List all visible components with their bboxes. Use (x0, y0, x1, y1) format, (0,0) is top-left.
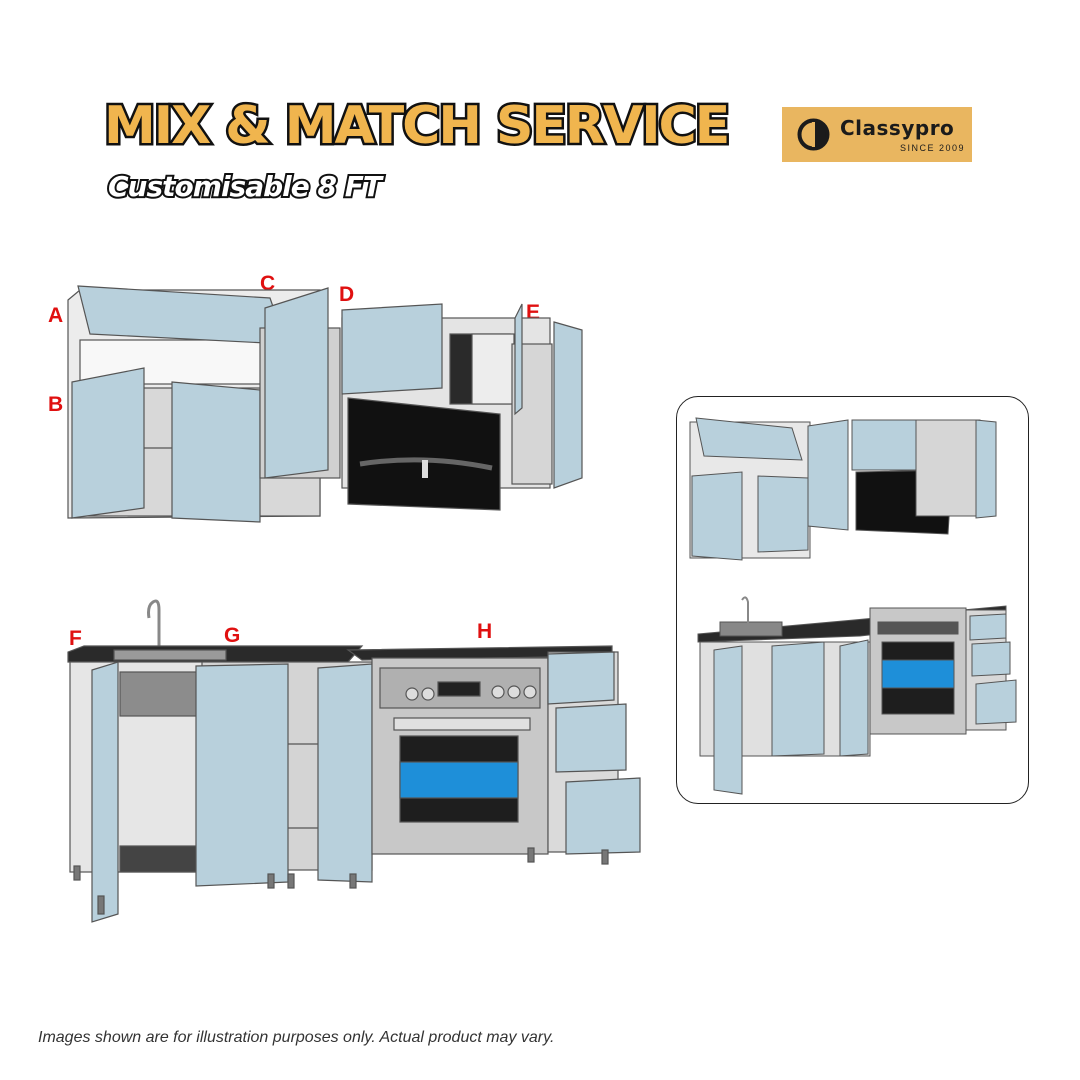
cabinet-g-right-door (317, 663, 373, 883)
page-subtitle: Customisable 8 FT (106, 168, 384, 205)
module-label-f: F (69, 627, 82, 650)
assembled-preview-frame (676, 396, 1029, 804)
module-label-a: A (48, 304, 64, 327)
module-label-d: D (339, 283, 355, 306)
classypro-logo-icon (797, 118, 830, 151)
cabinet-d-door (341, 303, 443, 395)
module-label-c: C (260, 272, 276, 295)
drawer-middle (555, 703, 627, 773)
cabinet-e-right-door (553, 321, 583, 489)
module-label-g: G (224, 624, 241, 647)
cabinet-b-right-door (171, 381, 261, 523)
drawer-bottom (565, 777, 641, 855)
drawer-top (547, 651, 615, 705)
cooker-hood (347, 397, 501, 511)
assembled-kitchen-illustration (689, 417, 1017, 795)
module-label-h: H (477, 620, 493, 643)
cabinet-b-left-door (71, 367, 145, 519)
brand-badge: Classypro SINCE 2009 (782, 107, 972, 162)
page-title: MIX & MATCH SERVICE (101, 96, 732, 156)
cabinet-f-door (91, 661, 119, 923)
cabinet-c-door (264, 287, 329, 479)
base-cabinets-illustration (67, 599, 641, 923)
module-label-b: B (48, 393, 64, 416)
brand-name: Classypro (840, 116, 955, 140)
cabinet-e-left-door (514, 303, 523, 416)
brand-since: SINCE 2009 (900, 143, 966, 153)
wall-cabinets-illustration (67, 285, 583, 523)
cabinet-g-left-door (195, 663, 289, 887)
sink-faucet (147, 599, 161, 654)
disclaimer-note: Images shown are for illustration purpos… (38, 1029, 555, 1046)
